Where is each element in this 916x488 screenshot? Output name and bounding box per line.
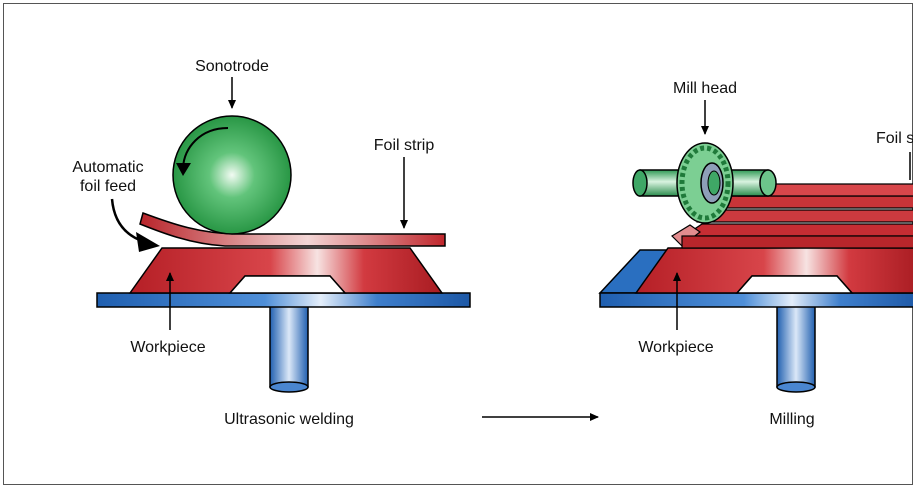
mill-shaft-left-end <box>632 169 648 197</box>
support-post-right <box>776 304 816 388</box>
caption-milling: Milling <box>769 411 814 428</box>
feed-label-line2: foil feed <box>80 178 136 195</box>
foil-layer-base <box>681 235 916 249</box>
foil-strip-label-right: Foil s <box>876 130 914 147</box>
feed-arrow-head <box>136 232 160 252</box>
foil-layer-3 <box>696 209 916 223</box>
right-crop-mask <box>913 0 916 488</box>
mill-head-label: Mill head <box>673 80 737 97</box>
foil-strip-label: Foil strip <box>374 137 435 154</box>
rotation-arrow <box>182 127 229 169</box>
support-post-end <box>269 381 309 393</box>
left-panel-ultrasonic-welding: Sonotrode Foil strip Automatic foil feed… <box>72 58 471 428</box>
sonotrode-label: Sonotrode <box>195 58 269 75</box>
caption-ultrasonic-welding: Ultrasonic welding <box>224 411 354 428</box>
mill-head-bore <box>707 170 721 196</box>
feed-label-line1: Automatic <box>72 159 143 176</box>
mill-head-teeth-ring <box>679 145 731 221</box>
base-plate <box>96 292 471 308</box>
workpiece-label: Workpiece <box>130 339 205 356</box>
support-post <box>269 304 309 388</box>
workpiece-right-label: Workpiece <box>638 339 713 356</box>
workpiece-right-cavity <box>735 275 854 294</box>
right-panel-milling: Mill head Foil s Workpiece Milling <box>598 80 916 428</box>
foil-layer-4 <box>682 223 916 237</box>
sonotrode <box>172 115 292 235</box>
mill-shaft-right-end <box>759 169 777 197</box>
foil-strip <box>139 212 446 247</box>
foil-layer-2 <box>710 195 916 209</box>
workpiece-cavity <box>228 275 347 294</box>
support-post-right-end <box>776 381 816 393</box>
base-plate-right-front <box>599 292 916 308</box>
rotation-arrow-head <box>176 163 191 176</box>
